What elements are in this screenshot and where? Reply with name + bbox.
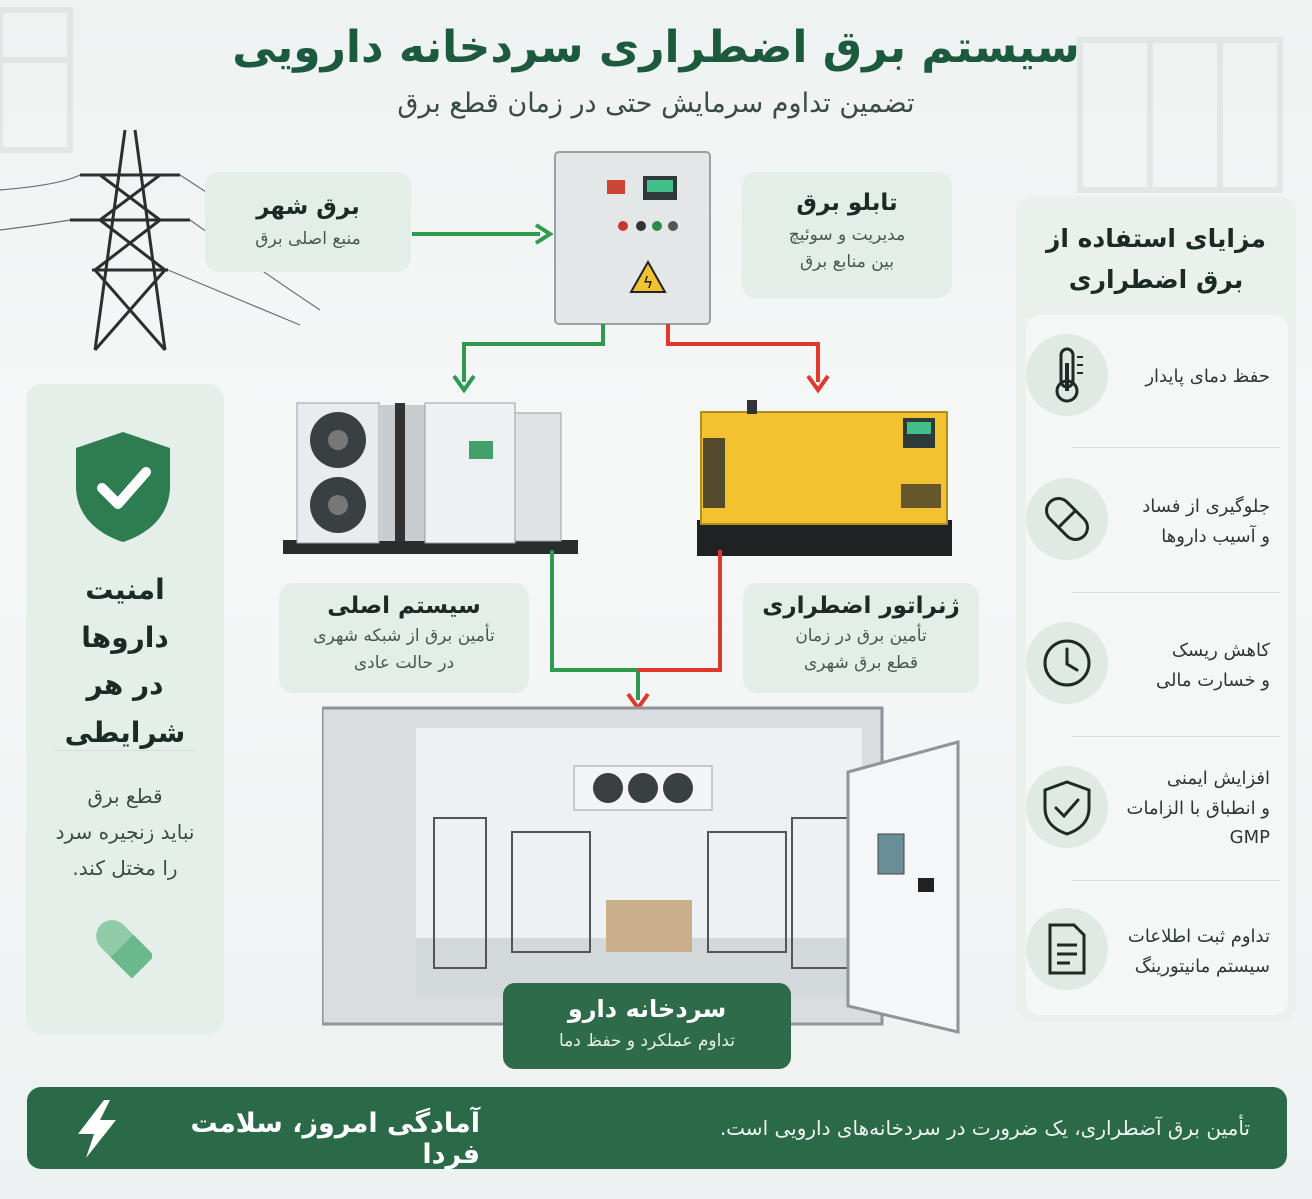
security-desc: قطع برق نباید زنجیره سرد را مختل کند. — [26, 778, 224, 886]
thermometer-icon — [1055, 347, 1083, 403]
lightning-icon — [78, 1100, 116, 1158]
capsule-icon — [96, 920, 152, 979]
benefit-icon-wrap — [1026, 908, 1108, 990]
security-title-line2: داروها — [81, 620, 169, 654]
benefit-divider — [1072, 447, 1280, 448]
benefits-title-line1: مزایای استفاده از — [1046, 224, 1266, 253]
arrows-merge-to-cold-room — [550, 550, 722, 712]
security-desc-line3: را مختل کند. — [72, 856, 178, 880]
panel-desc-line2: بین منابع برق — [799, 252, 895, 273]
page-title: سیستم برق اضطراری سردخانه دارویی — [232, 22, 1080, 73]
capsule-icon — [1045, 497, 1089, 541]
benefit-divider — [1072, 592, 1280, 593]
benefit-text: افزایش ایمنی و انطباق با الزامات GMP — [1120, 764, 1271, 853]
benefit-item: تداوم ثبت اطلاعات سیستم مانیتورینگ — [1026, 890, 1288, 1020]
benefit-item: کاهش ریسک و خسارت مالی — [1026, 604, 1288, 734]
benefit-text: جلوگیری از فساد و آسیب داروها — [1120, 492, 1270, 551]
security-desc-line1: قطع برق — [87, 784, 163, 808]
benefit-divider — [1072, 736, 1280, 737]
benefit-text-line: و خسارت مالی — [1155, 669, 1270, 691]
cold-room-image — [322, 706, 960, 1034]
arrows-panel-split — [452, 324, 830, 394]
benefit-text-line: و آسیب داروها — [1161, 525, 1270, 547]
benefit-text-line: سیستم مانیتورینگ — [1134, 955, 1270, 977]
panel-title: تابلو برق — [796, 190, 898, 216]
benefit-text: تداوم ثبت اطلاعات سیستم مانیتورینگ — [1120, 922, 1270, 981]
arrow-city-to-panel — [412, 223, 554, 245]
benefit-item: حفظ دمای پایدار — [1026, 316, 1288, 446]
benefit-text: کاهش ریسک و خسارت مالی — [1120, 636, 1270, 695]
security-title-line3: در هر شرایطی — [64, 668, 186, 749]
bottom-banner — [27, 1087, 1287, 1169]
benefit-text-line: و انطباق با الزامات — [1126, 797, 1271, 819]
benefit-item: جلوگیری از فساد و آسیب داروها — [1026, 460, 1288, 590]
page-subtitle: تضمین تداوم سرمایش حتی در زمان قطع برق — [397, 88, 915, 119]
benefit-text-line: حفظ دمای پایدار — [1145, 366, 1270, 387]
shield-check-icon — [76, 432, 170, 542]
benefits-title-line2: برق اضطراری — [1068, 265, 1244, 295]
cold-room-title: سردخانه دارو — [567, 995, 727, 1023]
banner-text: تأمین برق آضطراری، یک ضرورت در سردخانه‌ه… — [719, 1116, 1250, 1140]
banner-slogan: آمادگی امروز، سلامت فردا — [190, 1108, 481, 1170]
panel-desc-line1: مدیریت و سوئیچ — [788, 225, 906, 245]
generator-desc-line1: تأمین برق در زمان — [795, 626, 927, 646]
benefit-text-line: افزایش ایمنی — [1166, 768, 1270, 789]
city-power-card: برق شهر منبع اصلی برق — [205, 172, 411, 272]
main-system-desc-line1: تأمین برق از شبکه شهری — [313, 626, 495, 646]
benefit-icon-wrap — [1026, 478, 1108, 560]
clock-icon — [1043, 639, 1091, 687]
document-icon — [1048, 923, 1086, 975]
main-system-title: سیستم اصلی — [327, 593, 481, 619]
security-divider — [54, 750, 196, 751]
security-title-line1: امنیت — [85, 573, 165, 606]
panel-card: تابلو برق مدیریت و سوئیچ بین منابع برق — [742, 172, 952, 298]
security-title: امنیت داروها در هر شرایطی — [26, 566, 224, 756]
main-system-card: سیستم اصلی تأمین برق از شبکه شهری در حال… — [279, 583, 529, 693]
generator-title: ژنراتور اضطراری — [762, 593, 960, 619]
benefit-divider — [1072, 880, 1280, 881]
electrical-panel-image: ϟ — [554, 151, 711, 325]
main-system-image — [283, 402, 578, 554]
security-desc-line2: نباید زنجیره سرد — [55, 820, 195, 844]
benefit-text-line: جلوگیری از فساد — [1142, 496, 1270, 517]
benefit-text-line: تداوم ثبت اطلاعات — [1127, 926, 1270, 947]
generator-desc-line2: قطع برق شهری — [804, 653, 918, 674]
benefit-text-line: GMP — [1229, 827, 1270, 849]
benefit-item: افزایش ایمنی و انطباق با الزامات GMP — [1026, 748, 1288, 878]
generator-image — [697, 400, 952, 556]
city-power-title: برق شهر — [256, 194, 360, 220]
svg-text:ϟ: ϟ — [643, 273, 654, 292]
city-power-desc: منبع اصلی برق — [255, 229, 361, 249]
benefit-icon-wrap — [1026, 334, 1108, 416]
cold-room-card: سردخانه دارو تداوم عملکرد و حفظ دما — [503, 983, 791, 1069]
benefits-title: مزایای استفاده از برق اضطراری — [1016, 218, 1296, 301]
transmission-tower-icon — [0, 129, 320, 351]
main-system-desc-line2: در حالت عادی — [353, 653, 455, 674]
cold-room-desc: تداوم عملکرد و حفظ دما — [559, 1031, 735, 1051]
shield-check-icon — [1043, 780, 1091, 836]
benefit-icon-wrap — [1026, 766, 1108, 848]
generator-card: ژنراتور اضطراری تأمین برق در زمان قطع بر… — [743, 583, 979, 693]
benefit-text-line: کاهش ریسک — [1171, 640, 1270, 661]
benefit-icon-wrap — [1026, 622, 1108, 704]
benefit-text: حفظ دمای پایدار — [1120, 362, 1270, 392]
